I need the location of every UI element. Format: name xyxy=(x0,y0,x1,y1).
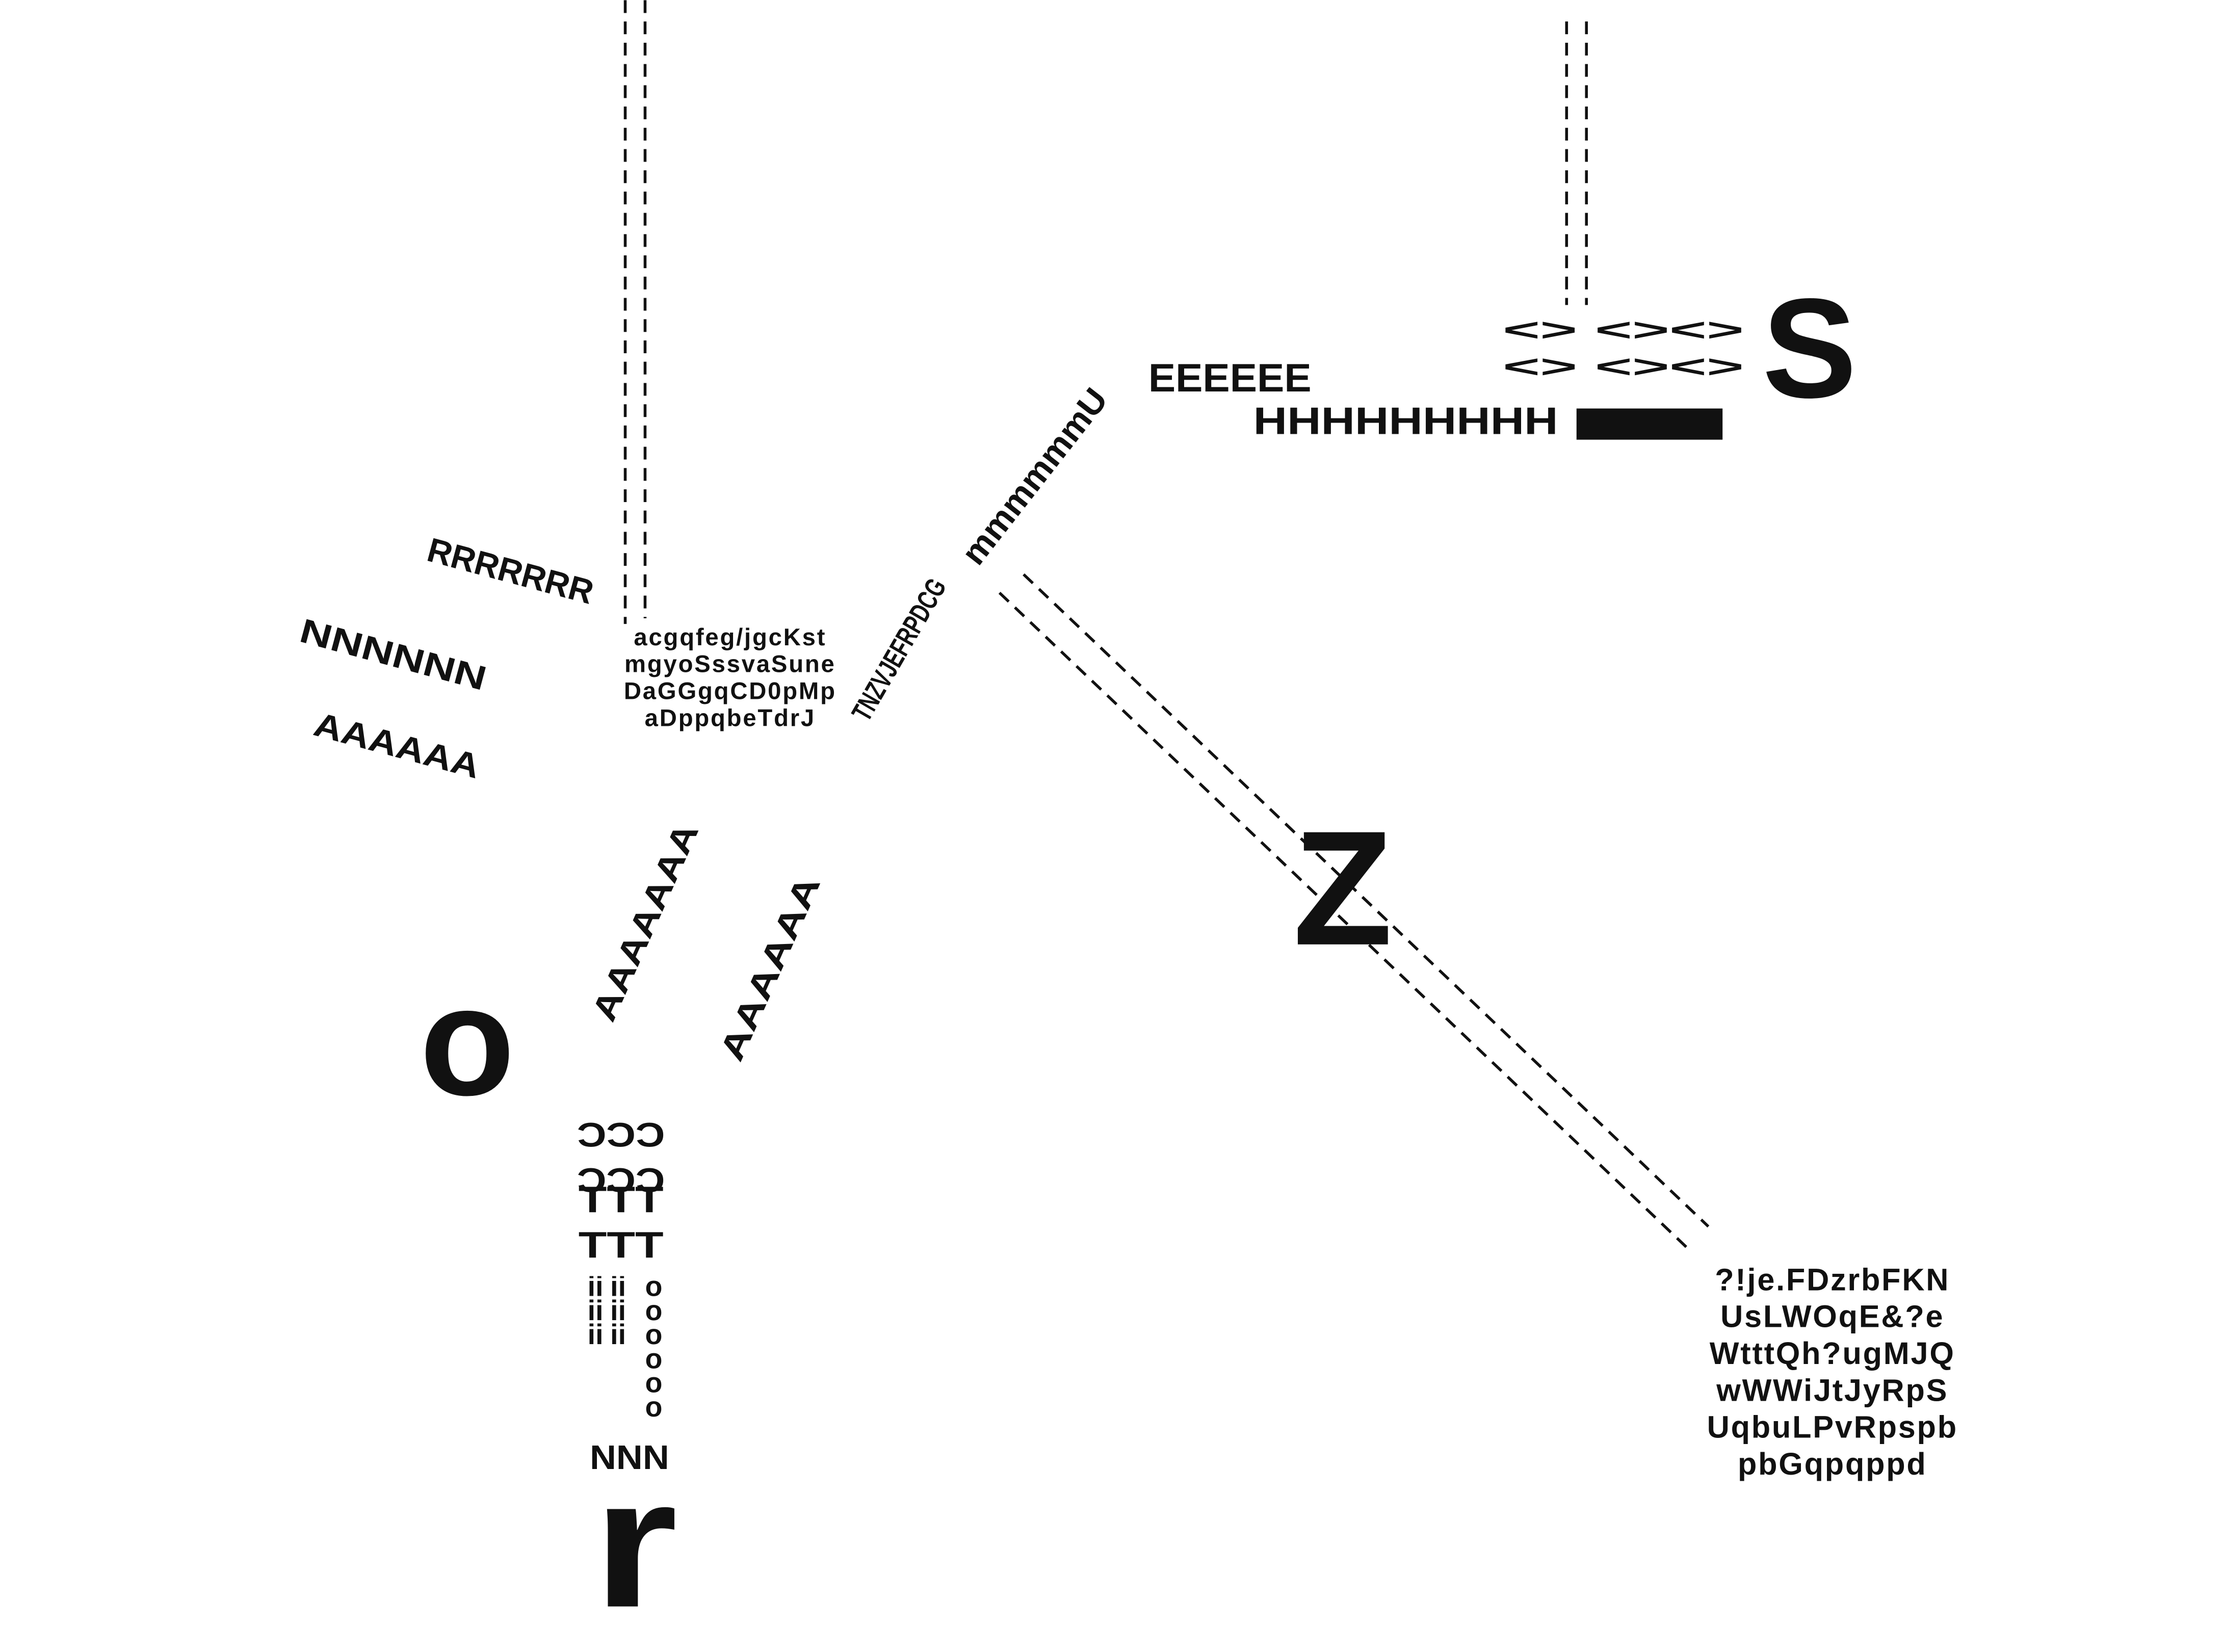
letter-knot-cluster-frame: acgqfeg/jgcKstmgyoSssvaSuneDaGGgqCD0pMpa… xyxy=(623,624,836,732)
run-t-row-2: TTT xyxy=(579,1225,664,1266)
dashed-line-diagonal-a xyxy=(998,591,1688,1249)
run-c-row-2: CCC xyxy=(577,1161,665,1198)
run-i-column-2: iiiiii xyxy=(610,1276,626,1351)
run-e-row: EEEEEE xyxy=(1148,356,1312,400)
letter-knot-cluster: acgqfeg/jgcKstmgyoSssvaSuneDaGGgqCD0pMpa… xyxy=(623,624,836,732)
dashed-line-diagonal-b xyxy=(1023,573,1710,1228)
run-c-row-1: CCC xyxy=(577,1115,665,1153)
run-t-row-1: TTT xyxy=(579,1179,664,1220)
run-arrows-top: <> <><> xyxy=(1503,312,1744,347)
run-i-column-2-frame: iiiiii xyxy=(610,1276,626,1351)
run-n-row: NNN xyxy=(590,1439,669,1477)
big-letter-z: Z xyxy=(1293,797,1393,979)
run-o-column-frame: oooooo xyxy=(645,1276,663,1424)
letter-ball-cluster: ?!je.FDzrbFKNUsLWOqE&?eWtttQh?ugMJQwWWiJ… xyxy=(1707,1262,1958,1482)
run-arrows-bottom: <> <><> xyxy=(1503,349,1744,384)
ink-bar xyxy=(1576,408,1723,440)
big-letter-r: r xyxy=(593,1440,678,1646)
run-h-row: HHHHHHHHH xyxy=(1253,399,1558,442)
run-i-column-1: iiiiii xyxy=(587,1276,604,1351)
big-letter-o: o xyxy=(420,954,515,1128)
big-letter-s: S xyxy=(1762,269,1857,427)
run-o-column: oooooo xyxy=(645,1276,663,1424)
letter-ball-cluster-frame: ?!je.FDzrbFKNUsLWOqE&?eWtttQh?ugMJQwWWiJ… xyxy=(1707,1262,1958,1482)
dashed-lines xyxy=(623,0,1710,1249)
run-i-column-1-frame: iiiiii xyxy=(587,1276,604,1351)
